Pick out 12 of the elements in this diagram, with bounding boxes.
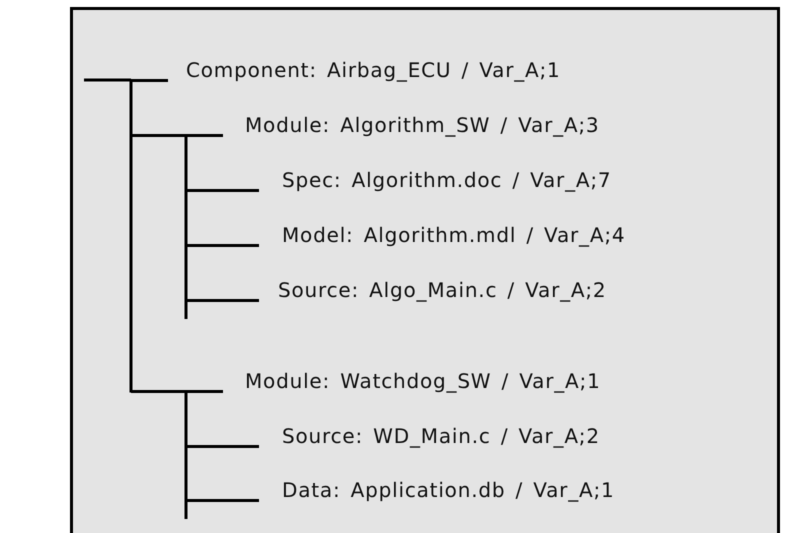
tree-item: Module: Algorithm_SW / Var_A;3: [131, 117, 600, 143]
tree-item: Model: Algorithm.mdl / Var_A;4: [186, 227, 626, 253]
tree-item: Spec: Algorithm.doc / Var_A;7: [186, 172, 612, 198]
tree-item: Source: WD_Main.c / Var_A;2: [186, 428, 600, 454]
tree-connector: [84, 78, 131, 82]
tree-item: Source: Algo_Main.c / Var_A;2: [186, 282, 606, 308]
tree-item: Data: Application.db / Var_A;1: [186, 482, 615, 508]
tree-item: Component: Airbag_ECU / Var_A;1: [131, 62, 561, 88]
tree-connector: [130, 80, 134, 392]
tree-item: Module: Watchdog_SW / Var_A;1: [131, 373, 601, 399]
tree-connector: [184, 135, 188, 302]
tree-connector: [184, 391, 188, 502]
